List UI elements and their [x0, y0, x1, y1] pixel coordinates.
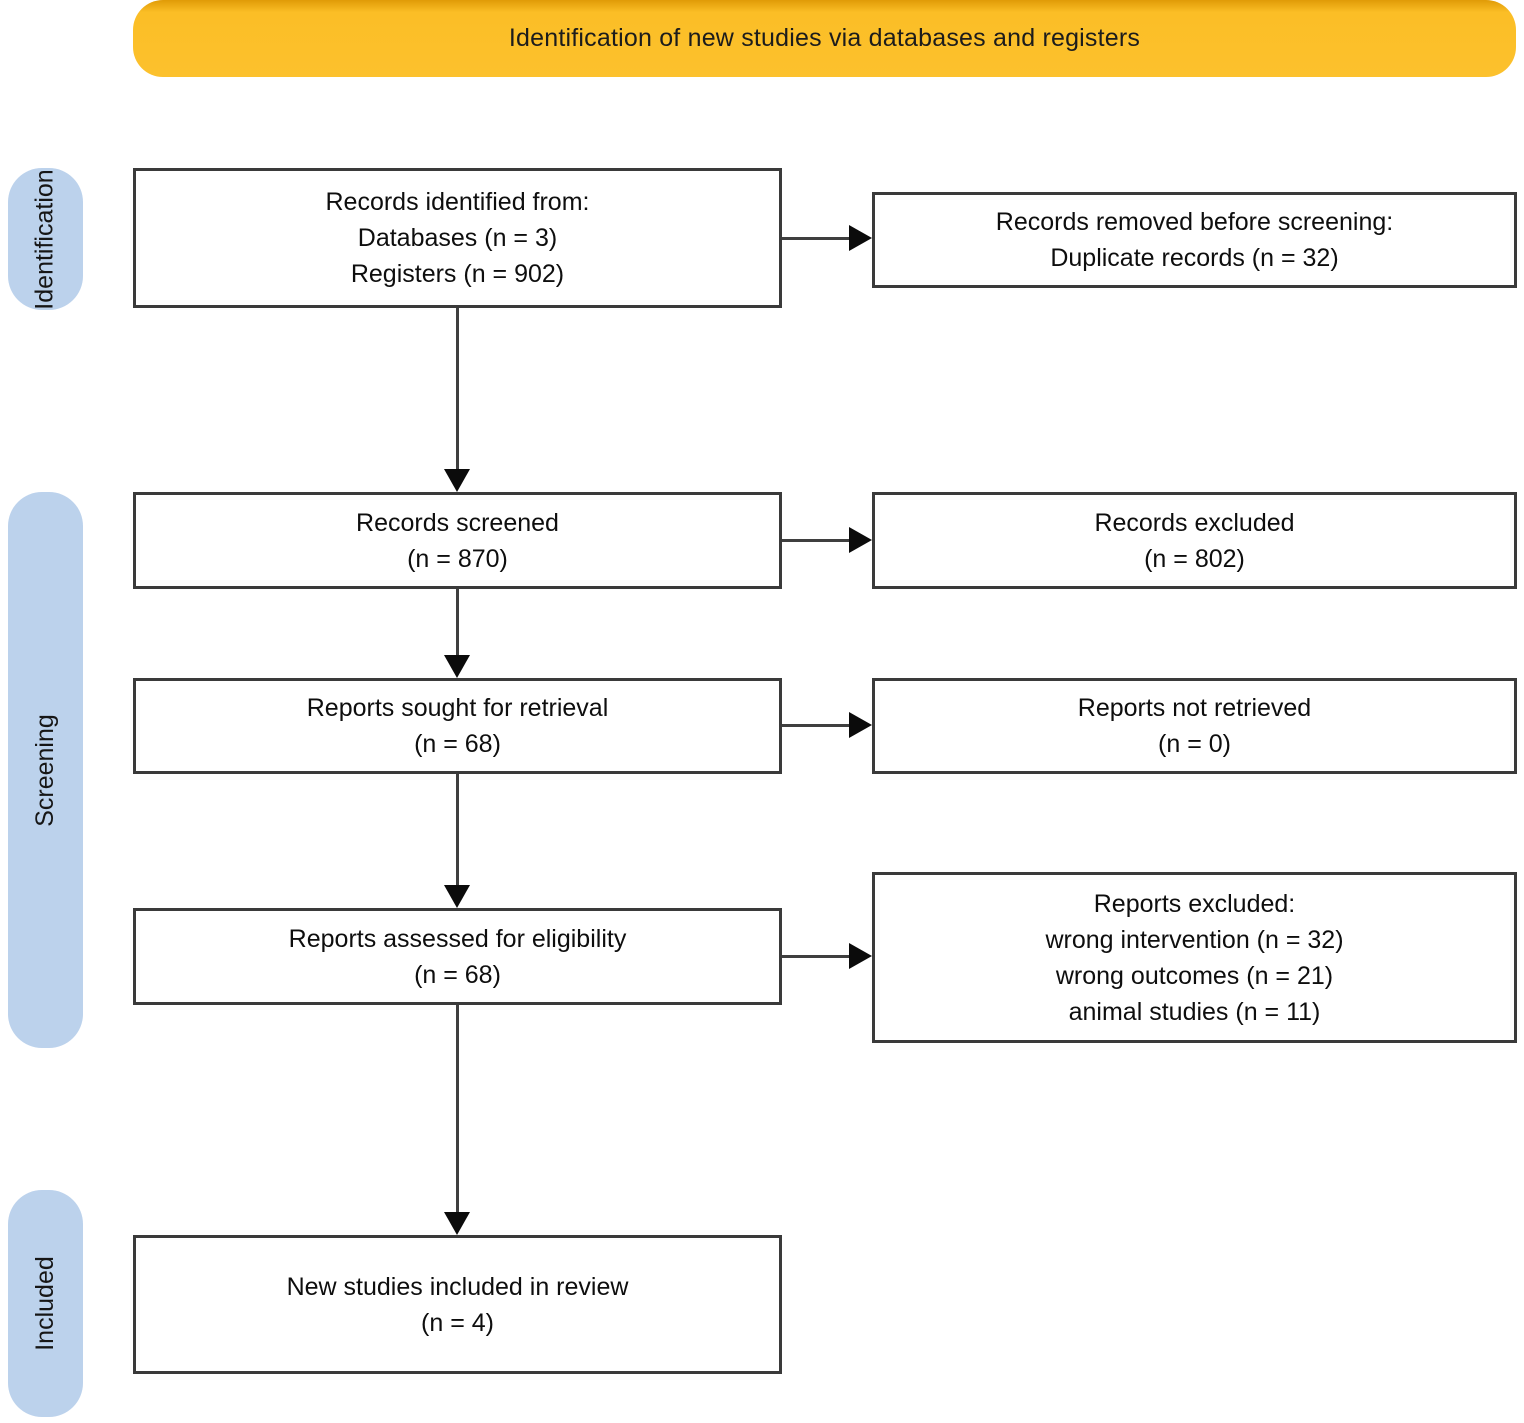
box-text-line: Reports not retrieved [1077, 694, 1312, 722]
box-text-line: Duplicate records (n = 32) [1050, 244, 1339, 272]
arrowhead-down-icon [444, 1212, 470, 1235]
box-reports-sought-for-retrieval: Reports sought for retrieval (n = 68) [133, 678, 782, 774]
box-text-line: wrong intervention (n = 32) [1045, 925, 1344, 954]
box-reports-assessed-for-eligibility: Reports assessed for eligibility (n = 68) [133, 908, 782, 1005]
stage-pill-screening: Screening [8, 492, 83, 1048]
arrow-shaft [456, 589, 459, 656]
arrow-screened-to-sought [444, 589, 471, 678]
stage-pill-identification: Identification [8, 168, 83, 310]
box-text-line: Records excluded [1094, 508, 1295, 537]
box-text-line: Records screened [356, 508, 559, 537]
box-reports-excluded: Reports excluded: wrong intervention (n =… [872, 872, 1517, 1043]
box-text-line: (n = 870) [407, 544, 508, 573]
arrowhead-down-icon [444, 469, 470, 492]
arrow-sought-to-assessed [444, 774, 471, 908]
arrow-identified-to-screened [444, 308, 471, 492]
box-records-identified: Records identified from: Databases (n = 3… [133, 168, 782, 308]
arrow-assessed-to-reports-excluded [782, 943, 872, 970]
box-text-line: Records removed before screening: [995, 208, 1394, 236]
arrow-assessed-to-included [444, 1005, 471, 1235]
box-text-line: Databases (n = 3) [357, 224, 558, 252]
stage-label-included: Included [31, 1256, 59, 1351]
stage-pill-included: Included [8, 1190, 83, 1417]
arrowhead-right-icon [849, 225, 872, 251]
box-text-line: (n = 802) [1144, 544, 1245, 573]
box-text-line: Registers (n = 902) [350, 260, 565, 288]
arrowhead-right-icon [849, 527, 872, 553]
box-text-line: Reports excluded: [1093, 889, 1296, 918]
box-records-screened: Records screened (n = 870) [133, 492, 782, 589]
arrowhead-down-icon [444, 885, 470, 908]
arrow-identified-to-removed [782, 225, 872, 252]
arrowhead-right-icon [849, 712, 872, 738]
top-banner: Identification of new studies via databa… [133, 0, 1516, 77]
arrow-screened-to-excluded [782, 527, 872, 554]
arrow-shaft [782, 539, 850, 542]
box-text-line: Reports assessed for eligibility [288, 924, 627, 953]
stage-label-screening: Screening [31, 713, 60, 827]
box-text-line: animal studies (n = 11) [1068, 997, 1321, 1026]
box-text-line: (n = 68) [414, 730, 501, 758]
box-new-studies-included: New studies included in review (n = 4) [133, 1235, 782, 1374]
arrow-sought-to-not-retrieved [782, 712, 872, 739]
banner-title: Identification of new studies via databa… [508, 24, 1141, 52]
box-text-line: wrong outcomes (n = 21) [1055, 961, 1334, 990]
box-text-line: (n = 68) [414, 960, 501, 989]
box-records-removed-before-screening: Records removed before screening: Duplica… [872, 192, 1517, 288]
arrow-shaft [782, 724, 850, 727]
box-text-line: (n = 4) [421, 1308, 494, 1337]
box-text-line: (n = 0) [1158, 730, 1231, 758]
arrow-shaft [456, 308, 459, 470]
box-records-excluded: Records excluded (n = 802) [872, 492, 1517, 589]
stage-label-identification: Identification [31, 168, 59, 310]
arrowhead-down-icon [444, 655, 470, 678]
box-reports-not-retrieved: Reports not retrieved (n = 0) [872, 678, 1517, 774]
box-text-line: Records identified from: [325, 188, 590, 216]
arrow-shaft [456, 774, 459, 886]
arrow-shaft [782, 237, 850, 240]
arrow-shaft [782, 955, 850, 958]
box-text-line: New studies included in review [286, 1272, 629, 1301]
box-text-line: Reports sought for retrieval [306, 694, 609, 722]
arrow-shaft [456, 1005, 459, 1213]
arrowhead-right-icon [849, 943, 872, 969]
